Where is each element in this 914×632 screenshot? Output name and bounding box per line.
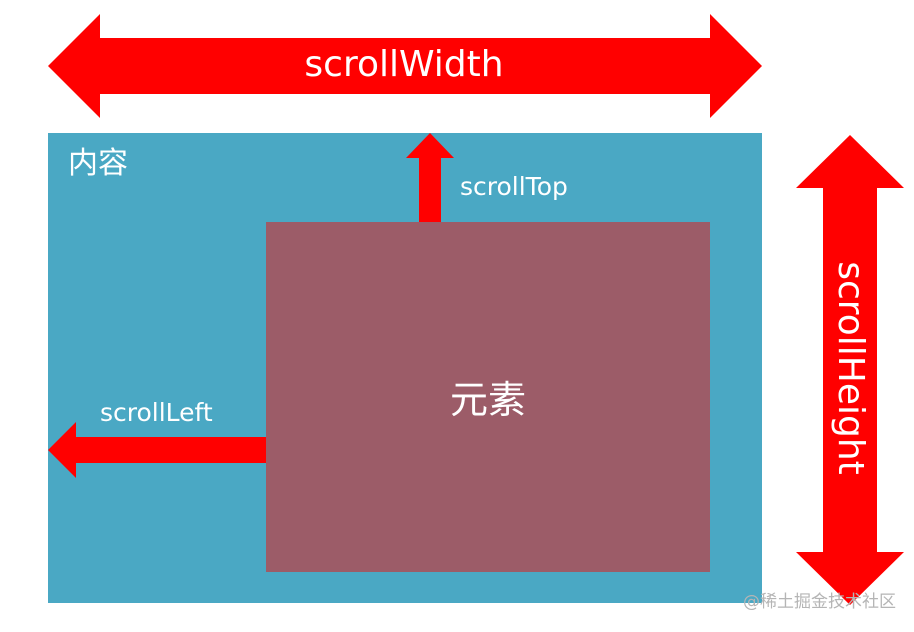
scroll-width-label: scrollWidth [304, 44, 504, 85]
scroll-top-arrow [406, 133, 454, 222]
scroll-left-arrow [48, 422, 266, 478]
scroll-top-label: scrollTop [460, 172, 568, 201]
content-label: 内容 [68, 146, 128, 181]
watermark: @稀土掘金技术社区 [743, 592, 896, 612]
element-box [266, 222, 710, 572]
scroll-width-arrow [48, 14, 762, 118]
scroll-height-arrow [796, 135, 904, 605]
scroll-left-label: scrollLeft [100, 398, 213, 427]
scroll-height-label: scrollHeight [830, 261, 871, 475]
element-label: 元素 [449, 378, 526, 422]
